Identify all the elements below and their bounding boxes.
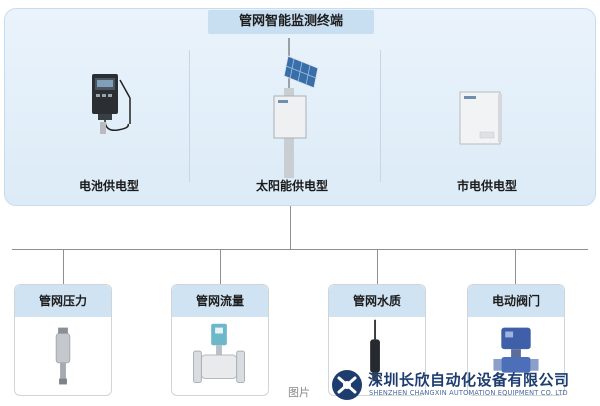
device-label-battery: 电池供电型 <box>78 179 139 193</box>
bus-line <box>12 249 588 250</box>
company-name-cn: 深圳长欣自动化设备有限公司 <box>368 371 570 389</box>
pressure-sensor-icon <box>55 327 71 385</box>
terminal-panel-title: 管网智能监测终端 <box>208 10 374 34</box>
company-logo-icon <box>332 370 362 400</box>
company-name-en: SHENZHEN CHANGXIN AUTOMATION EQUIPMENT C… <box>369 389 568 397</box>
water-quality-probe-icon <box>370 319 380 381</box>
sensor-title: 电动阀门 <box>468 285 564 317</box>
flow-meter-icon <box>193 323 245 383</box>
branch-line <box>377 249 378 284</box>
watermark-prefix: 图片 <box>288 386 310 399</box>
branch-line <box>220 249 221 284</box>
sensor-box-valve: 电动阀门 <box>467 284 565 396</box>
sensor-box-flow: 管网流量 <box>171 284 269 396</box>
device-label-mains: 市电供电型 <box>456 179 517 193</box>
mains-powered-terminal-icon <box>459 91 502 145</box>
solar-powered-terminal-icon <box>273 38 319 178</box>
branch-line <box>63 249 64 284</box>
sensor-title: 管网压力 <box>15 285 111 317</box>
panel-divider <box>380 50 381 182</box>
device-label-solar: 太阳能供电型 <box>255 179 328 193</box>
panel-divider <box>189 50 190 182</box>
battery-powered-terminal-icon <box>92 74 131 134</box>
sensor-box-pressure: 管网压力 <box>14 284 112 396</box>
electric-valve-icon <box>493 327 539 373</box>
branch-line <box>515 249 516 284</box>
trunk-line <box>290 206 291 250</box>
sensor-title: 管网流量 <box>172 285 268 317</box>
sensor-title: 管网水质 <box>329 285 425 317</box>
